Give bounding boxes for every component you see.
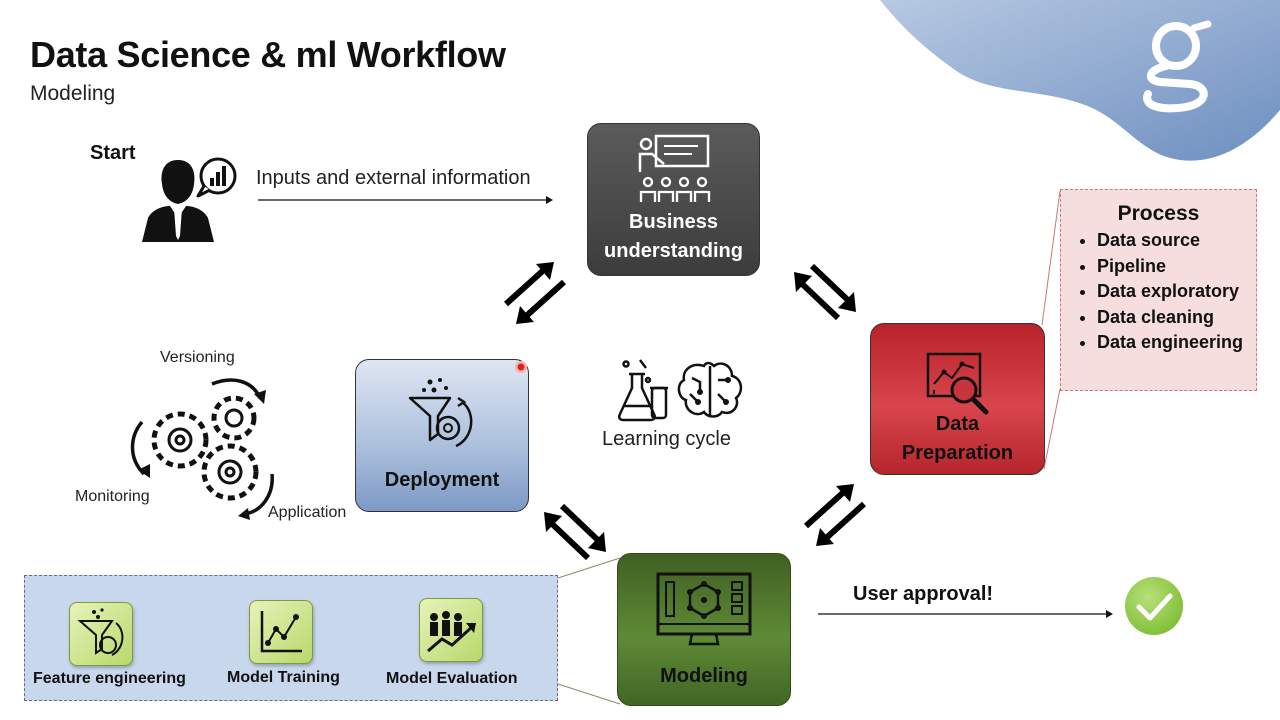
stage-label-preparation: Preparation (901, 442, 1014, 464)
check-circle-icon (1125, 577, 1183, 635)
presentation-icon (638, 134, 710, 202)
stage-deployment[interactable]: Deployment (355, 359, 529, 512)
modeling-steps-panel: Feature engineering Model Training Model… (24, 575, 558, 701)
versioning-label: Versioning (160, 349, 235, 366)
model-evaluation-label: Model Evaluation (386, 670, 518, 687)
cycle-arrow-icon (803, 484, 867, 546)
application-label: Application (268, 504, 347, 521)
stage-data-preparation[interactable]: Data Preparation (870, 323, 1045, 475)
feature-engineering-tile[interactable] (69, 602, 133, 666)
pointer-dot-icon (515, 361, 527, 373)
process-item: Data engineering (1097, 330, 1243, 356)
process-item: Pipeline (1097, 254, 1243, 280)
start-label: Start (90, 142, 136, 164)
team-growth-icon (427, 611, 476, 653)
decorative-blob (880, 0, 1280, 161)
page-subtitle: Modeling (30, 82, 116, 105)
monitoring-label: Monitoring (75, 488, 150, 505)
stage-modeling[interactable]: Modeling (617, 553, 791, 706)
process-list: Data source Pipeline Data exploratory Da… (1067, 228, 1243, 356)
feature-engineering-label: Feature engineering (33, 670, 186, 687)
stage-label-business: Business (629, 211, 718, 233)
stage-business-understanding[interactable]: Business understanding (587, 123, 760, 276)
funnel-gear-icon (408, 378, 473, 448)
arrow-right-icon (818, 610, 1113, 618)
lab-brain-icon (617, 359, 743, 422)
g-logo-icon (1143, 20, 1212, 113)
cycle-arrow-icon (794, 263, 856, 321)
data-analysis-icon (926, 352, 988, 415)
stage-label-deployment: Deployment (384, 469, 500, 491)
process-item: Data cleaning (1097, 305, 1243, 331)
process-panel: Process Data source Pipeline Data explor… (1060, 189, 1257, 391)
line-chart-icon (260, 611, 302, 653)
model-training-label: Model Training (227, 669, 340, 686)
inputs-label: Inputs and external information (256, 167, 531, 189)
funnel-gear-icon (77, 608, 124, 656)
process-item: Data exploratory (1097, 279, 1243, 305)
monitor-cube-icon (656, 572, 752, 646)
connector-line (1041, 190, 1061, 470)
process-title: Process (1117, 202, 1200, 225)
model-evaluation-tile[interactable] (419, 598, 483, 662)
cycle-arrow-icon (503, 262, 567, 324)
arrow-right-icon (258, 196, 553, 204)
cycle-arrow-icon (544, 503, 606, 561)
stage-label-modeling: Modeling (660, 665, 748, 687)
businessman-icon (142, 157, 237, 242)
stage-label-data: Data (935, 413, 980, 435)
learning-cycle-label: Learning cycle (602, 428, 731, 450)
gears-cycle-icon (130, 378, 274, 520)
connector-line (557, 557, 621, 705)
process-item: Data source (1097, 228, 1243, 254)
user-approval-label: User approval! (853, 583, 994, 605)
model-training-tile[interactable] (249, 600, 313, 664)
page-title: Data Science & ml Workflow (30, 34, 506, 75)
stage-label-understanding: understanding (604, 240, 743, 262)
